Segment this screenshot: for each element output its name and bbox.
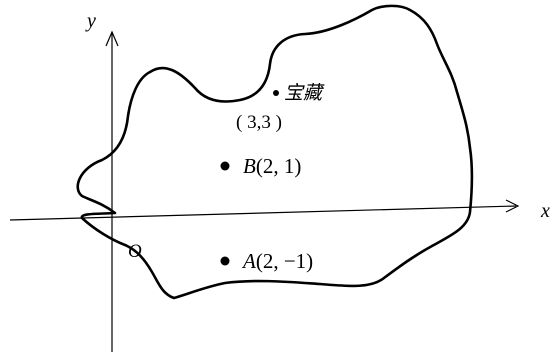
island-boundary [76, 4, 474, 300]
point-a-dot [220, 256, 230, 266]
x-axis [9, 205, 517, 221]
y-axis-label: y [85, 10, 96, 32]
point-a-coordinates: (2, −1) [256, 249, 313, 273]
treasure-point [273, 90, 279, 96]
origin-label: O [128, 241, 142, 262]
point-a-letter: A [241, 249, 256, 273]
point-b-coordinates: (2, 1) [256, 154, 302, 178]
y-axis-arrowhead [105, 30, 119, 47]
x-axis-arrowhead [505, 199, 520, 213]
treasure-coordinates: ( 3,3 ) [236, 112, 282, 133]
treasure-label: 宝藏 [284, 82, 325, 104]
point-b-letter: B [243, 154, 256, 178]
point-a-label: A(2, −1) [241, 249, 313, 273]
point-b-dot [220, 161, 230, 171]
x-axis-label: x [540, 200, 550, 222]
point-b-label: B(2, 1) [243, 154, 301, 178]
